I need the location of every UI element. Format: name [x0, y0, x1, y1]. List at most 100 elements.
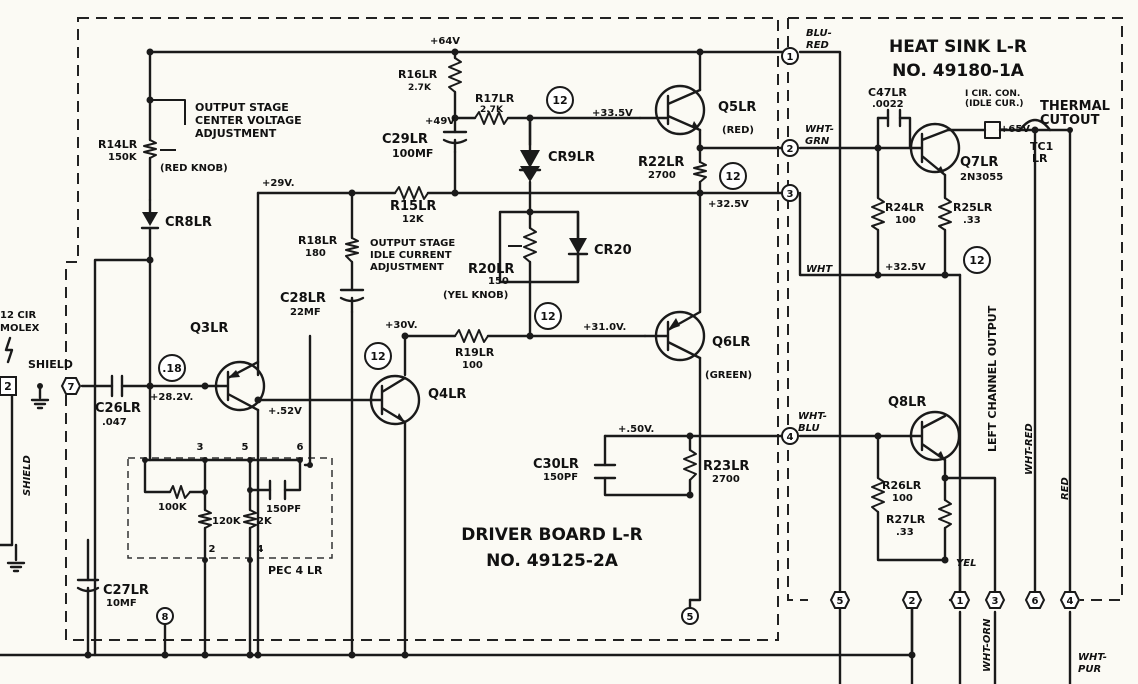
svg-text:2700: 2700: [648, 170, 676, 181]
resistors: [143, 57, 952, 529]
r16-resistor: [448, 57, 462, 93]
svg-text:100: 100: [895, 215, 916, 226]
svg-text:R24LR: R24LR: [885, 201, 925, 214]
svg-text:MOLEX: MOLEX: [0, 323, 40, 334]
svg-text:CUTOUT: CUTOUT: [1040, 113, 1100, 128]
svg-text:R14LR: R14LR: [98, 138, 138, 151]
connection-markers: 1 2 3 4 5 8 7 2 5 2 1 3 6 4 3 5 6 2 4: [0, 47, 1081, 625]
svg-text:BLU: BLU: [798, 423, 820, 434]
svg-text:+32.5V: +32.5V: [708, 199, 749, 210]
svg-text:22MF: 22MF: [290, 307, 321, 318]
svg-text:12: 12: [540, 310, 555, 323]
svg-text:WHT: WHT: [806, 264, 833, 275]
q4-transistor: [368, 374, 421, 426]
q7-transistor: [908, 122, 961, 177]
svg-text:12K: 12K: [402, 214, 425, 225]
svg-text:R25LR: R25LR: [953, 201, 993, 214]
svg-text:150: 150: [488, 276, 509, 287]
svg-text:2K: 2K: [257, 516, 273, 527]
svg-text:OUTPUT STAGE: OUTPUT STAGE: [370, 238, 455, 249]
c150pf-capacitor: [268, 479, 287, 501]
svg-text:I CIR. CON.: I CIR. CON.: [965, 89, 1020, 99]
svg-text:BLU-: BLU-: [806, 28, 832, 39]
svg-text:12 CIR: 12 CIR: [0, 310, 36, 321]
svg-text:THERMAL: THERMAL: [1040, 99, 1110, 114]
svg-text:OUTPUT STAGE: OUTPUT STAGE: [195, 101, 289, 114]
svg-text:R16LR: R16LR: [398, 68, 438, 81]
svg-text:2700: 2700: [712, 474, 740, 485]
q8-transistor: [908, 410, 961, 462]
svg-text:150PF: 150PF: [543, 472, 578, 483]
svg-text:.047: .047: [102, 417, 127, 428]
svg-text:GRN: GRN: [805, 136, 830, 147]
cr9b-diode: [520, 166, 540, 182]
svg-text:+32.5V: +32.5V: [885, 262, 926, 273]
pec-pin-2: 2: [209, 544, 216, 555]
svg-text:R27LR: R27LR: [886, 513, 926, 526]
pin-2-label: 2: [787, 144, 794, 155]
svg-text:Q7LR: Q7LR: [960, 155, 998, 170]
svg-text:2.7K: 2.7K: [408, 83, 432, 93]
svg-text:WHT-: WHT-: [1078, 652, 1107, 663]
svg-text:R18LR: R18LR: [298, 234, 338, 247]
pec-pin-5: 5: [242, 442, 249, 453]
svg-text:.18: .18: [162, 362, 182, 375]
svg-text:R20LR: R20LR: [468, 262, 514, 277]
svg-text:C26LR: C26LR: [95, 401, 141, 416]
svg-text:R15LR: R15LR: [390, 199, 436, 214]
svg-text:CR20: CR20: [594, 243, 632, 258]
svg-text:Q4LR: Q4LR: [428, 387, 466, 402]
svg-text:12: 12: [552, 94, 567, 107]
svg-text:120K: 120K: [212, 516, 242, 527]
heat-sink-title: HEAT SINK L-R: [889, 37, 1027, 57]
svg-text:+49V: +49V: [425, 116, 455, 127]
svg-text:+.52V: +.52V: [268, 406, 302, 417]
svg-text:C27LR: C27LR: [103, 583, 149, 598]
svg-text:+28.2V.: +28.2V.: [150, 392, 193, 403]
svg-text:ADJUSTMENT: ADJUSTMENT: [195, 127, 277, 140]
r22-resistor: [693, 161, 707, 183]
svg-text:(GREEN): (GREEN): [705, 370, 752, 381]
conn-pin-2-label: 2: [4, 380, 12, 393]
svg-text:.33: .33: [963, 215, 981, 226]
svg-text:WHT-: WHT-: [798, 411, 827, 422]
svg-text:12: 12: [969, 254, 984, 267]
bottom-pin-2: 2: [909, 596, 916, 607]
pec-pin-6: 6: [297, 442, 304, 453]
svg-text:150K: 150K: [108, 152, 138, 163]
r25-resistor: [938, 197, 952, 231]
svg-text:+65V: +65V: [1000, 124, 1030, 135]
svg-text:R17LR: R17LR: [475, 92, 515, 105]
bottom-pin-1: 1: [957, 596, 964, 607]
svg-text:100K: 100K: [158, 502, 188, 513]
r18-resistor: [345, 237, 359, 263]
c30-capacitor: [593, 463, 617, 480]
svg-text:+29V.: +29V.: [262, 178, 295, 189]
svg-text:C47LR: C47LR: [868, 86, 907, 99]
svg-text:(YEL KNOB): (YEL KNOB): [443, 290, 508, 301]
r26-resistor: [871, 477, 885, 513]
driver-board-number: NO. 49125-2A: [486, 551, 619, 571]
svg-text:IDLE CURRENT: IDLE CURRENT: [370, 250, 452, 261]
svg-text:SHIELD: SHIELD: [28, 358, 73, 371]
bottom-pin-6: 6: [1032, 596, 1039, 607]
svg-text:.0022: .0022: [872, 99, 904, 110]
svg-text:PEC 4 LR: PEC 4 LR: [268, 564, 323, 577]
r19-resistor: [454, 329, 489, 343]
r14-wiper: [150, 99, 186, 125]
q6-transistor: [643, 310, 706, 362]
svg-text:+33.5V: +33.5V: [592, 108, 633, 119]
c47-capacitor: [886, 108, 902, 128]
svg-text:RED: RED: [1060, 477, 1071, 500]
svg-text:10MF: 10MF: [106, 598, 137, 609]
r27-resistor: [938, 499, 952, 529]
svg-text:R23LR: R23LR: [703, 459, 749, 474]
svg-text:Q3LR: Q3LR: [190, 321, 228, 336]
svg-text:Q5LR: Q5LR: [718, 100, 756, 115]
board-outlines: [65, 17, 1123, 641]
cr8-diode: [142, 212, 158, 226]
pin-3-label: 3: [787, 189, 794, 200]
svg-text:180: 180: [305, 248, 326, 259]
r17-resistor: [474, 111, 509, 125]
